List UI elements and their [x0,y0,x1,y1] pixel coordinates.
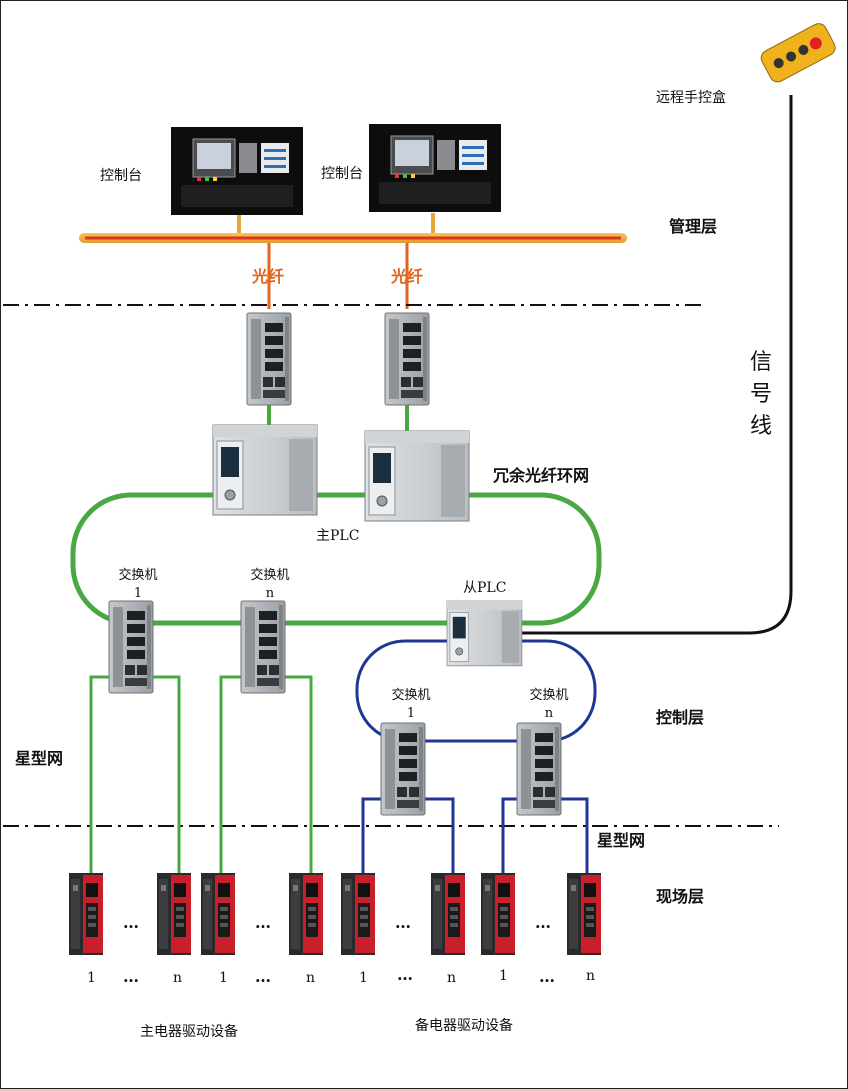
drive-backup2-n-icon [567,873,601,955]
backup-drive-group-label: 备电器驱动设备 [415,1018,513,1034]
drive-index: n [173,970,183,986]
console-right-label: 控制台 [321,166,363,182]
main-drive-group-label: 主电器驱动设备 [140,1024,238,1040]
drive-backup-n-icon [431,873,465,955]
drive-index: 1 [359,970,368,986]
star-network-backup [361,797,589,876]
ellipsis: … [255,913,271,932]
ellipsis: … [539,967,555,986]
switch-a1-label: 交换机 1 [118,568,158,601]
console-left-icon [170,126,304,216]
drive-index: 1 [87,970,96,986]
redundant-fiber-ring [70,492,602,626]
switch-b1-icon [380,722,426,816]
drive-main-1-icon [69,873,103,955]
drive-index: n [586,968,596,984]
star-network-main [89,675,313,876]
redundant-ring-label: 冗余光纤环网 [493,466,590,485]
control-layer-label: 控制层 [656,708,705,727]
ellipsis: … [123,967,139,986]
signal-line-label: 信 号 线 [749,350,772,439]
switch-b1-label: 交换机 1 [391,688,431,721]
drive-index: 1 [499,968,508,984]
remote-pendant-label: 远程手控盒 [656,90,726,106]
switch-bn-icon [516,722,562,816]
star-network-left-label: 星型网 [15,749,64,768]
drive-main-n-icon [157,873,191,955]
console-right-icon [368,123,502,213]
drive-backup2-1-icon [481,873,515,955]
switch-an-icon [240,600,286,694]
drive-backup-1-icon [341,873,375,955]
master-plc-label: 主PLC [316,528,360,544]
switch-top-left-icon [246,312,292,406]
fiber-right-label: 光纤 [391,267,424,286]
signal-line [519,95,793,635]
drive-main2-1-icon [201,873,235,955]
switch-an-label: 交换机 n [250,568,290,601]
drive-index: 1 [219,970,228,986]
slave-plc-label: 从PLC [463,580,507,596]
master-plc-right-icon [364,430,470,522]
ellipsis: … [395,913,411,932]
ellipsis: … [535,913,551,932]
switch-a1-icon [108,600,154,694]
drive-index: n [447,970,457,986]
star-network-right-label: 星型网 [597,831,646,850]
ellipsis: … [397,965,413,984]
ellipsis: … [255,967,271,986]
master-plc-left-icon [212,424,318,516]
slave-plc-icon [446,600,523,667]
remote-pendant-icon [760,23,836,83]
console-left-label: 控制台 [100,168,142,184]
switch-bn-label: 交换机 n [529,688,569,721]
switch-top-right-icon [384,312,430,406]
drive-index: n [306,970,316,986]
management-layer-label: 管理层 [669,217,718,236]
drive-main2-n-icon [289,873,323,955]
field-layer-label: 现场层 [656,887,705,906]
ellipsis: … [123,913,139,932]
fiber-left-label: 光纤 [252,267,285,286]
